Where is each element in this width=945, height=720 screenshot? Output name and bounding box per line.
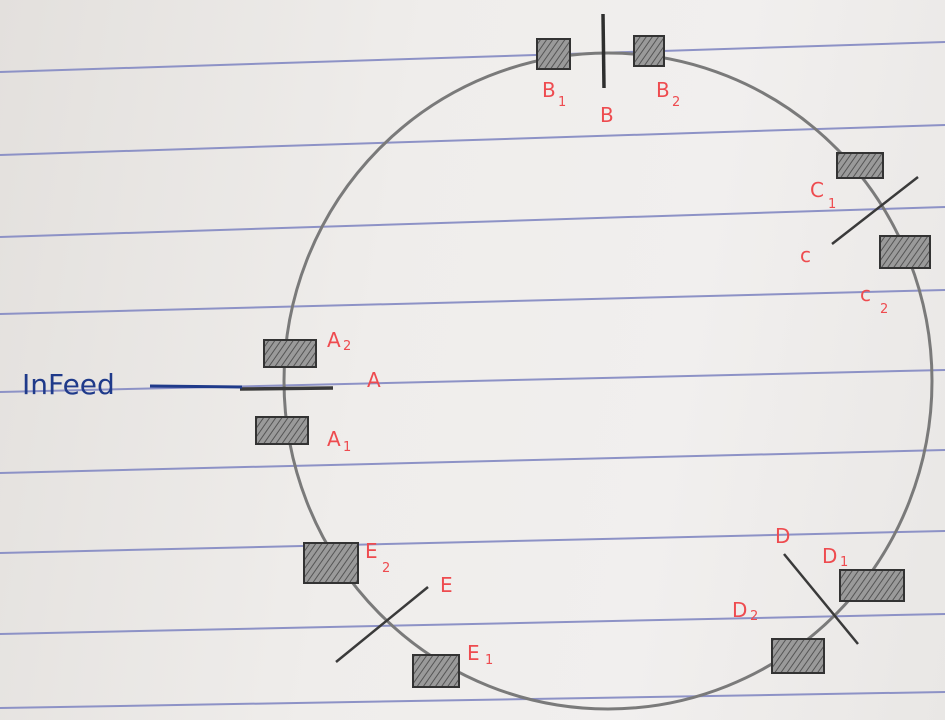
infeed-arrow-line [149, 384, 243, 389]
sensor-d2-sub: 2 [750, 609, 758, 624]
ruled-lines [0, 41, 945, 709]
sensor-e1-label: E [467, 641, 480, 665]
sensor-a1-box [255, 416, 309, 445]
sensor-e2-box [303, 542, 359, 584]
station-c: c C 1 c 2 [800, 152, 931, 317]
sensor-c2-sub: 2 [880, 302, 888, 317]
station-b-divider [601, 13, 606, 89]
station-e-divider [335, 586, 429, 663]
sensor-b1-label: B [542, 78, 556, 102]
sensor-c2-box [879, 235, 931, 269]
sensor-c2-label: c [860, 282, 871, 306]
sensor-a2-sub: 2 [343, 339, 351, 354]
station-a-label: A [367, 368, 381, 392]
sensor-c1-sub: 1 [828, 197, 836, 212]
sensor-e1-box [412, 654, 460, 688]
station-c-label: c [800, 243, 811, 267]
station-e-label: E [440, 573, 453, 597]
sensor-b1-sub: 1 [558, 95, 566, 110]
sensor-d2-box [771, 638, 825, 674]
station-b: B B 1 B 2 [536, 13, 680, 127]
sensor-b1-box [536, 38, 571, 70]
sensor-e2-sub: 2 [382, 561, 390, 576]
infeed-label: InFeed [22, 368, 115, 401]
infeed: InFeed [22, 368, 243, 401]
sensor-c1-box [836, 152, 884, 179]
station-c-divider [831, 176, 919, 245]
sensor-d1-box [839, 569, 905, 602]
station-a: A A 2 A 1 [239, 328, 381, 455]
station-d-label: D [775, 524, 790, 548]
sensor-d2-label: D [732, 598, 747, 622]
sensor-a2-label: A [327, 328, 341, 352]
sensor-d1-label: D [822, 544, 837, 568]
sensor-d1-sub: 1 [840, 555, 848, 570]
sensor-a1-label: A [327, 427, 341, 451]
station-a-divider [239, 386, 334, 391]
station-d: D D 1 D 2 [732, 524, 905, 674]
sensor-e2-label: E [365, 539, 378, 563]
sensor-a2-box [263, 339, 317, 368]
station-b-label: B [600, 103, 614, 127]
sensor-e1-sub: 1 [485, 653, 493, 668]
sensor-a1-sub: 1 [343, 440, 351, 455]
conveyor-loop [282, 51, 934, 711]
sensor-b2-box [633, 35, 665, 67]
sensor-b2-label: B [656, 78, 670, 102]
station-d-divider [783, 553, 859, 645]
station-e: E E 2 E 1 [303, 539, 493, 688]
sensor-c1-label: C [810, 178, 824, 202]
sensor-b2-sub: 2 [672, 95, 680, 110]
